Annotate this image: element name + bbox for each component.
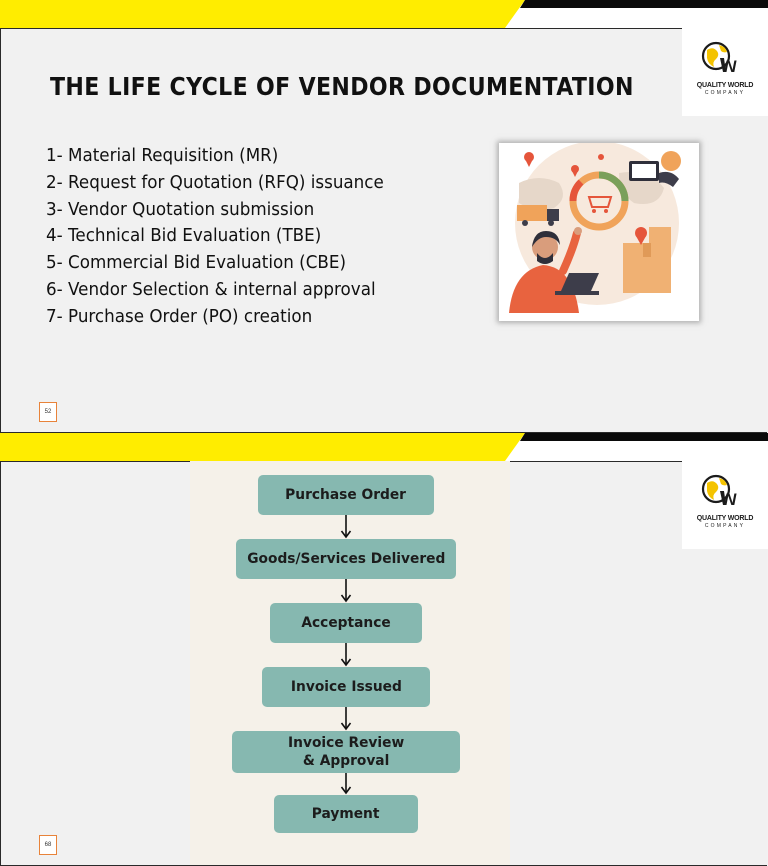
page-number: 52 (39, 402, 57, 422)
logo-subname: COMPANY (704, 523, 746, 529)
list-item: 6- Vendor Selection & internal approval (46, 278, 376, 300)
globe-logo-icon: N (701, 41, 737, 76)
flow-step-payment: Payment (274, 795, 418, 833)
page-number: 68 (39, 835, 57, 855)
flow-step-invoice-review: Invoice Review & Approval (232, 731, 460, 773)
company-logo: N QUALITY WORLD COMPANY (682, 461, 768, 549)
arrow-down-icon (340, 515, 352, 539)
list-item: 4- Technical Bid Evaluation (TBE) (46, 225, 322, 247)
list-item: 7- Purchase Order (PO) creation (46, 305, 313, 327)
procurement-illustration (499, 143, 699, 321)
list-item: 2- Request for Quotation (RFQ) issuance (46, 171, 384, 193)
svg-text:N: N (724, 490, 737, 509)
lifecycle-steps-list: 1- Material Requisition (MR) 2- Request … (46, 143, 409, 331)
arrow-down-icon (340, 707, 352, 731)
flow-step-acceptance: Acceptance (270, 603, 422, 643)
list-item: 5- Commercial Bid Evaluation (CBE) (46, 252, 346, 274)
svg-text:N: N (724, 57, 737, 76)
flow-step-goods-delivered: Goods/Services Delivered (236, 539, 456, 579)
flow-step-purchase-order: Purchase Order (258, 475, 434, 515)
company-logo: N QUALITY WORLD COMPANY (682, 28, 768, 116)
arrow-down-icon (340, 773, 352, 795)
globe-logo-icon: N (701, 474, 737, 509)
logo-name: QUALITY WORLD (696, 82, 754, 89)
arrow-down-icon (340, 579, 352, 603)
logo-name: QUALITY WORLD (696, 515, 754, 522)
slide-po-to-payment-flow: N QUALITY WORLD COMPANY Purchase Order G… (0, 433, 768, 866)
slide-title: THE LIFE CYCLE OF VENDOR DOCUMENTATION (50, 72, 634, 101)
list-item: 1- Material Requisition (MR) (46, 145, 279, 166)
logo-subname: COMPANY (704, 90, 746, 96)
slide-vendor-doc-lifecycle: N QUALITY WORLD COMPANY THE LIFE CYCLE O… (0, 0, 768, 433)
list-item: 3- Vendor Quotation submission (46, 198, 315, 220)
arrow-down-icon (340, 643, 352, 667)
top-accent-bar (0, 433, 768, 461)
top-accent-bar (0, 0, 768, 28)
flow-step-invoice-issued: Invoice Issued (262, 667, 430, 707)
